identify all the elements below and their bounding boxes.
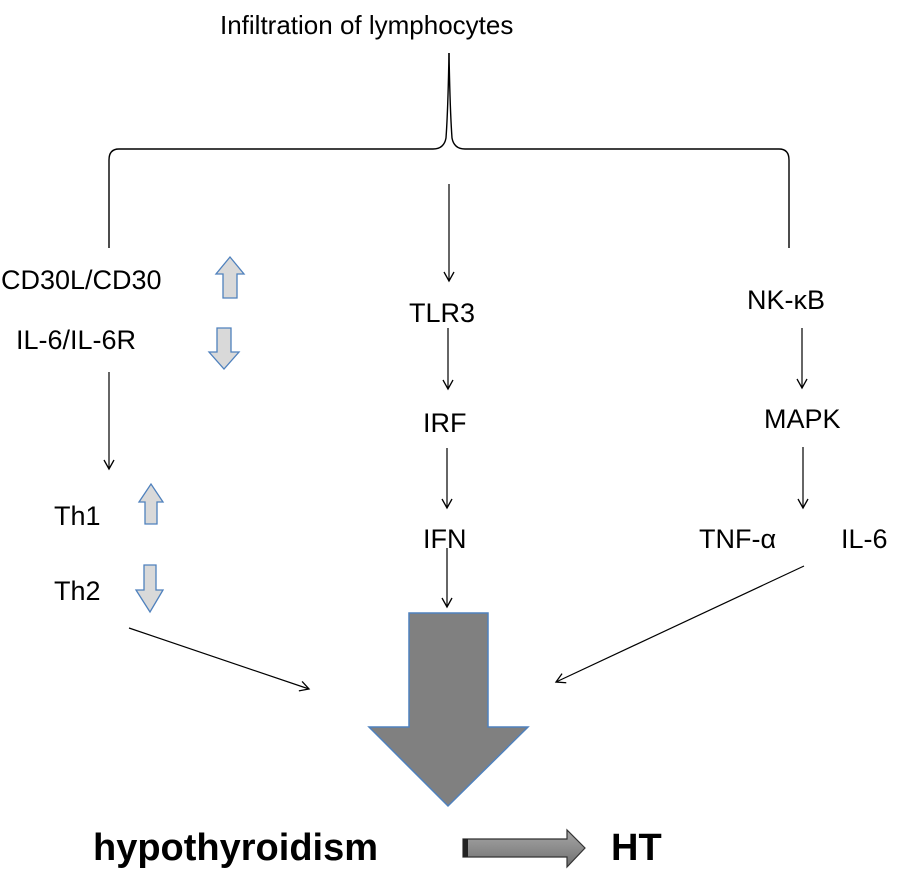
label-ifn: IFN [423, 524, 467, 554]
label-ht: HT [611, 827, 662, 869]
brace-left [108, 52, 450, 248]
down-arrow-icon [207, 327, 241, 370]
label-th1: Th1 [54, 501, 101, 531]
big-down-arrow [367, 612, 530, 808]
label-mapk: MAPK [764, 404, 841, 434]
arrow-cytokines-to-center [554, 565, 805, 684]
up-arrow-icon [137, 482, 165, 525]
label-th2: Th2 [54, 576, 101, 606]
diagram-title: Infiltration of lymphocytes [220, 10, 514, 40]
label-hypothyroidism: hypothyroidism [93, 827, 379, 869]
label-il6-il6r: IL-6/IL-6R [16, 325, 137, 355]
label-tlr3: TLR3 [409, 298, 476, 328]
label-il6: IL-6 [841, 524, 888, 554]
label-cd30: CD30L/CD30 [1, 265, 162, 295]
label-tnf-alpha: TNF-α [699, 524, 777, 554]
up-arrow-icon [214, 255, 246, 299]
arrow-th-to-center [128, 627, 311, 692]
brace-right [448, 52, 790, 248]
right-arrow-icon [462, 828, 586, 869]
down-arrow-icon [134, 564, 165, 614]
label-nfkb: NK-κB [747, 285, 826, 315]
label-irf: IRF [423, 408, 467, 438]
